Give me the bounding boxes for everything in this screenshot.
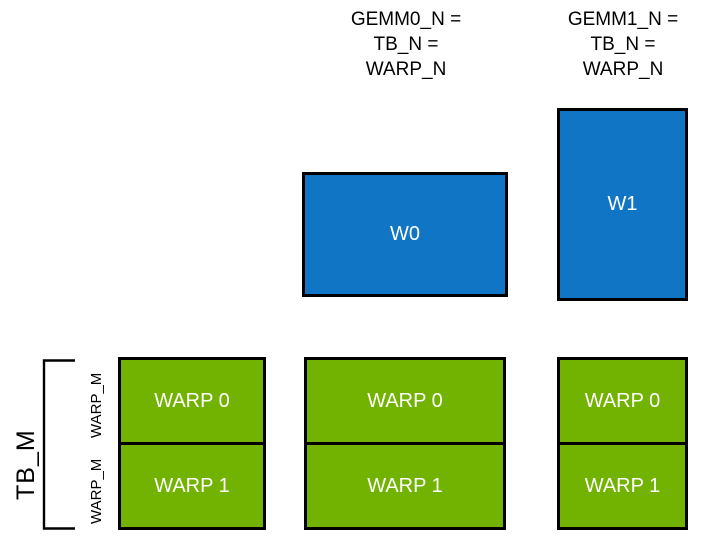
warp-row-cell: WARP 0 [307, 360, 503, 445]
warp-m-label-top: WARP_M [88, 372, 105, 438]
warp-row-block-left: WARP 0 WARP 1 [118, 357, 266, 530]
warp-tile-w1: W1 [557, 108, 688, 301]
bracket-shape [42, 359, 75, 530]
tb-m-label: TB_M [12, 429, 40, 500]
warp-row-cell: WARP 1 [560, 445, 685, 527]
warp-row-cell: WARP 0 [121, 360, 263, 445]
warp-row-cell: WARP 1 [121, 445, 263, 527]
warp-tile-w0: W0 [302, 172, 508, 297]
warp-row-block-right: WARP 0 WARP 1 [557, 357, 688, 530]
warp-row-label: WARP 1 [154, 474, 230, 497]
warp-tile-w0-label: W0 [390, 223, 420, 245]
warp-row-label: WARP 1 [367, 474, 443, 497]
warp-row-block-middle: WARP 0 WARP 1 [304, 357, 506, 530]
warp-row-label: WARP 0 [367, 389, 443, 412]
warp-row-cell: WARP 1 [307, 445, 503, 527]
warp-row-cell: WARP 0 [560, 360, 685, 445]
column-heading-gemm1: GEMM1_N = TB_N = WARP_N [567, 9, 679, 80]
warp-row-label: WARP 1 [584, 474, 661, 497]
warp-tile-w1-label: W1 [607, 193, 638, 215]
column-heading-gemm0: GEMM0_N = TB_N = WARP_N [350, 9, 462, 80]
warp-row-label: WARP 0 [584, 389, 661, 412]
warp-row-label: WARP 0 [154, 389, 230, 412]
tb-m-bracket [42, 359, 76, 530]
warp-m-label-bottom: WARP_M [88, 458, 105, 524]
